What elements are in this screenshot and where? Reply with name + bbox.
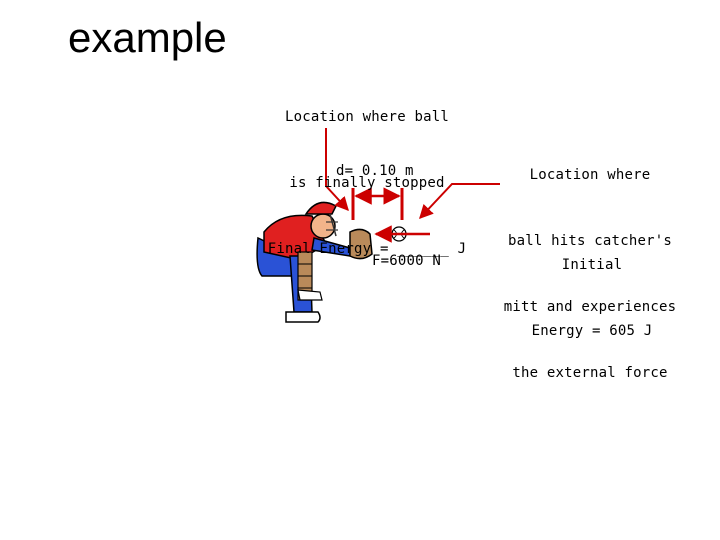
catcher-location-label: Location where ball hits catcher's mitt …	[500, 120, 680, 406]
catcher-location-line-2: ball hits catcher's	[508, 233, 672, 249]
catcher-location-pointer	[419, 183, 500, 220]
catcher-location-line-3: mitt and experiences	[503, 299, 677, 315]
initial-energy-label: Initial Energy = 605 J	[522, 210, 662, 364]
final-location-pointer	[325, 128, 349, 212]
final-location-line-2: is finally stopped	[289, 175, 445, 191]
catcher-location-line-4: the external force	[512, 365, 668, 381]
initial-energy-line-2: Energy = 605 J	[531, 323, 653, 339]
catcher-figure	[256, 201, 373, 323]
final-energy-line: Final Energy = ______ J	[267, 241, 467, 257]
catcher-location-line-1: Location where	[529, 167, 651, 183]
initial-energy-line-1: Initial	[561, 257, 623, 273]
final-location-line-1: Location where ball	[285, 109, 449, 125]
final-location-label: Location where ball is finally stopped F…	[262, 62, 472, 282]
slide-title: example	[68, 14, 227, 61]
force-label: F=6000 N	[372, 253, 442, 269]
distance-label: d= 0.10 m	[336, 163, 414, 179]
